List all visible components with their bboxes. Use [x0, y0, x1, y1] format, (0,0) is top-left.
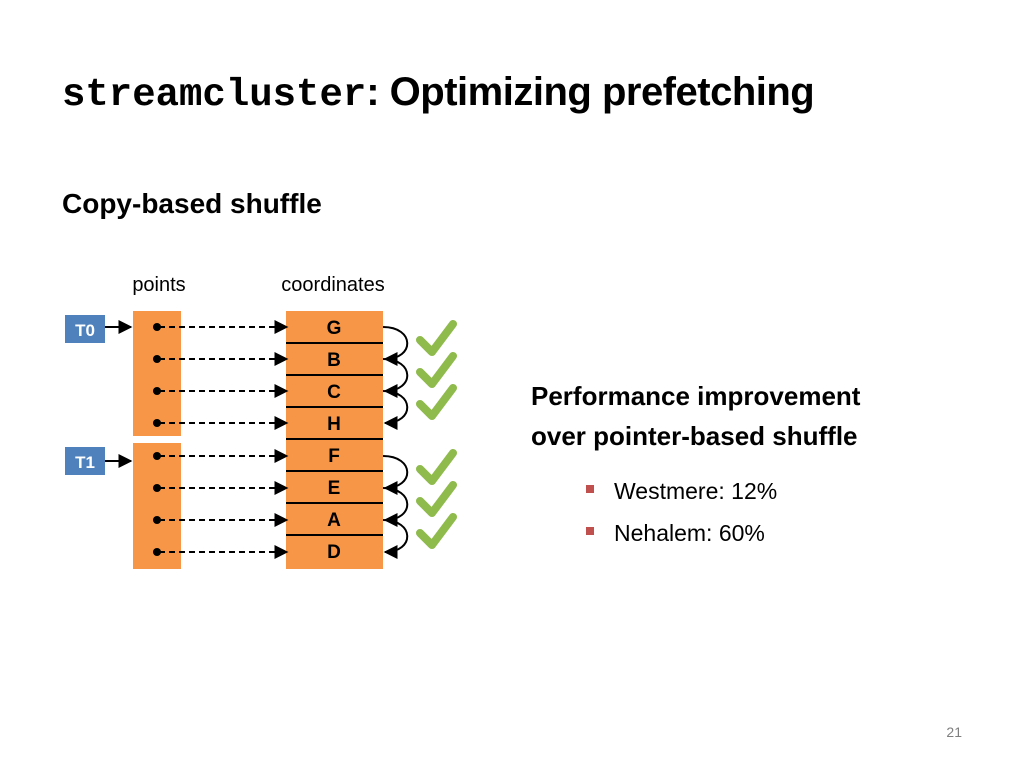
- performance-list: Westmere: 12% Nehalem: 60%: [586, 470, 777, 554]
- pointer-arrows: [153, 320, 289, 559]
- coordinate-cell: G: [327, 318, 342, 339]
- performance-heading-line1: Performance improvement: [531, 381, 861, 411]
- slide-title: streamcluster: Optimizing prefetching: [62, 70, 815, 117]
- point-dot: [153, 548, 161, 556]
- thread-label-t0-box: [65, 315, 105, 343]
- point-dot: [153, 452, 161, 460]
- coordinate-cell: B: [327, 350, 341, 371]
- check-icon: [416, 384, 457, 420]
- coordinate-cell: E: [328, 478, 341, 499]
- slide-subtitle: Copy-based shuffle: [62, 188, 322, 219]
- coordinate-cell: D: [327, 542, 341, 563]
- performance-item-label: Nehalem: 60%: [614, 520, 765, 546]
- coordinate-cell: F: [328, 446, 340, 467]
- points-box-t0: [133, 311, 181, 436]
- bullet-icon: [586, 527, 594, 535]
- check-icons: [416, 320, 457, 549]
- bullet-icon: [586, 485, 594, 493]
- coordinates-label: coordinates: [281, 274, 384, 296]
- thread-label-t1: T1: [75, 453, 95, 472]
- points-label: points: [132, 274, 185, 296]
- page-number: 21: [946, 724, 962, 740]
- sequential-access-arrows: [382, 326, 409, 559]
- point-dot: [153, 387, 161, 395]
- performance-heading-line2: over pointer-based shuffle: [531, 421, 858, 451]
- check-icon: [416, 352, 457, 388]
- point-dot: [153, 516, 161, 524]
- coordinate-cell: C: [327, 382, 341, 403]
- performance-item: Nehalem: 60%: [586, 512, 777, 554]
- point-dot: [153, 484, 161, 492]
- point-dot: [153, 419, 161, 427]
- coordinate-cell: H: [327, 414, 341, 435]
- coordinate-separators: [286, 342, 383, 536]
- check-icon: [416, 320, 457, 356]
- performance-item: Westmere: 12%: [586, 470, 777, 512]
- check-icon: [416, 481, 457, 517]
- title-rest: : Optimizing prefetching: [366, 70, 815, 114]
- performance-heading: Performance improvement over pointer-bas…: [531, 376, 971, 456]
- check-icon: [416, 449, 457, 485]
- point-dot: [153, 355, 161, 363]
- check-icon: [416, 513, 457, 549]
- thread-label-t0: T0: [75, 321, 95, 340]
- coordinate-cell: A: [327, 510, 341, 531]
- title-code: streamcluster: [62, 73, 367, 117]
- point-dot: [153, 323, 161, 331]
- thread-label-t1-box: [65, 447, 105, 475]
- performance-item-label: Westmere: 12%: [614, 478, 778, 504]
